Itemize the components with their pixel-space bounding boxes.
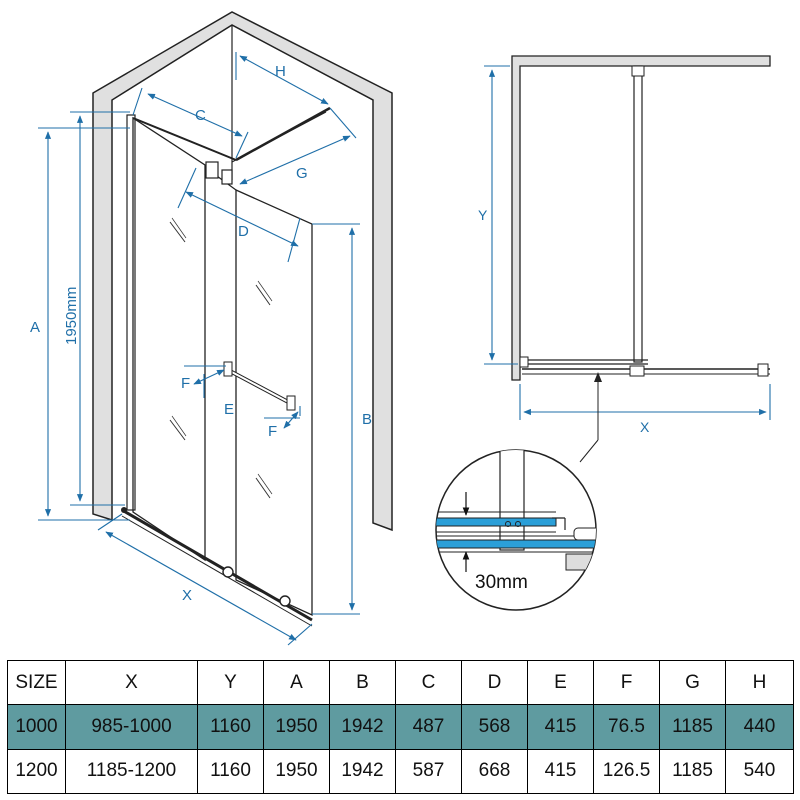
table-cell: 1942	[329, 748, 396, 795]
table-cell: 1185	[659, 748, 726, 795]
header-cell: D	[461, 659, 528, 706]
label-height: 1950mm	[63, 287, 80, 345]
table-cell: 540	[725, 748, 794, 795]
wall-corner	[92, 11, 393, 532]
label-f-left: F	[181, 375, 190, 392]
header-cell: X	[65, 659, 198, 706]
header-cell: A	[263, 659, 330, 706]
header-cell: G	[659, 659, 726, 706]
label-f-right: F	[268, 423, 277, 440]
label-h: H	[275, 63, 286, 80]
label-plan-x: X	[640, 419, 650, 435]
detail-magnifier: 30mm	[435, 449, 597, 611]
header-cell: B	[329, 659, 396, 706]
header-cell: E	[527, 659, 594, 706]
table-cell: 440	[725, 704, 794, 750]
label-d: D	[238, 223, 249, 240]
label-b: B	[362, 411, 372, 428]
table-cell: 1160	[197, 704, 264, 750]
roller	[222, 566, 234, 578]
table-cell: 1942	[329, 704, 396, 750]
technical-drawing: A 1950mm B C H G D F E F X Y X	[30, 11, 771, 646]
table-cell: 668	[461, 748, 528, 795]
fixed-glass-panel	[132, 116, 206, 562]
table-cell: 1950	[263, 748, 330, 795]
table-cell: 1000	[7, 704, 66, 750]
detail-gap-label: 30mm	[475, 572, 528, 593]
table-header-row: SIZE X Y A B C D E F G H	[7, 659, 794, 706]
label-e: E	[224, 401, 234, 418]
seal-lower	[436, 539, 596, 549]
table-cell: 1160	[197, 748, 264, 795]
stabiliser-bar	[132, 117, 237, 161]
table-cell: 1950	[263, 704, 330, 750]
label-x: X	[182, 587, 192, 604]
wall-profile	[126, 114, 136, 511]
table-row: 1000 985-1000 1160 1950 1942 487 568 415…	[7, 704, 794, 750]
table-cell: 587	[395, 748, 462, 795]
label-c: C	[195, 107, 206, 124]
table-cell: 415	[527, 704, 594, 750]
roller	[279, 595, 291, 607]
header-cell: H	[725, 659, 794, 706]
size-table: SIZE X Y A B C D E F G H 1000 985-1000 1…	[7, 659, 794, 795]
plan-wall	[511, 55, 771, 381]
plan-view: Y X	[478, 55, 771, 463]
label-y: Y	[478, 207, 488, 223]
table-cell: 1185	[659, 704, 726, 750]
header-cell: C	[395, 659, 462, 706]
seal-upper	[436, 517, 557, 527]
table-cell: 568	[461, 704, 528, 750]
sliding-glass-door	[235, 188, 313, 617]
isometric-view: A 1950mm B C H G D F E F X	[30, 11, 393, 646]
header-cell: Y	[197, 659, 264, 706]
table-cell: 1200	[7, 748, 66, 795]
header-cell: F	[593, 659, 660, 706]
label-g: G	[296, 165, 308, 182]
label-a: A	[30, 319, 40, 336]
table-cell: 126.5	[593, 748, 660, 795]
table-cell: 1185-1200	[65, 748, 198, 795]
table-cell: 487	[395, 704, 462, 750]
table-cell: 985-1000	[65, 704, 198, 750]
table-cell: 76.5	[593, 704, 660, 750]
header-cell: SIZE	[7, 659, 66, 706]
door-handle	[223, 361, 296, 411]
table-row: 1200 1185-1200 1160 1950 1942 587 668 41…	[7, 748, 794, 795]
table-cell: 415	[527, 748, 594, 795]
